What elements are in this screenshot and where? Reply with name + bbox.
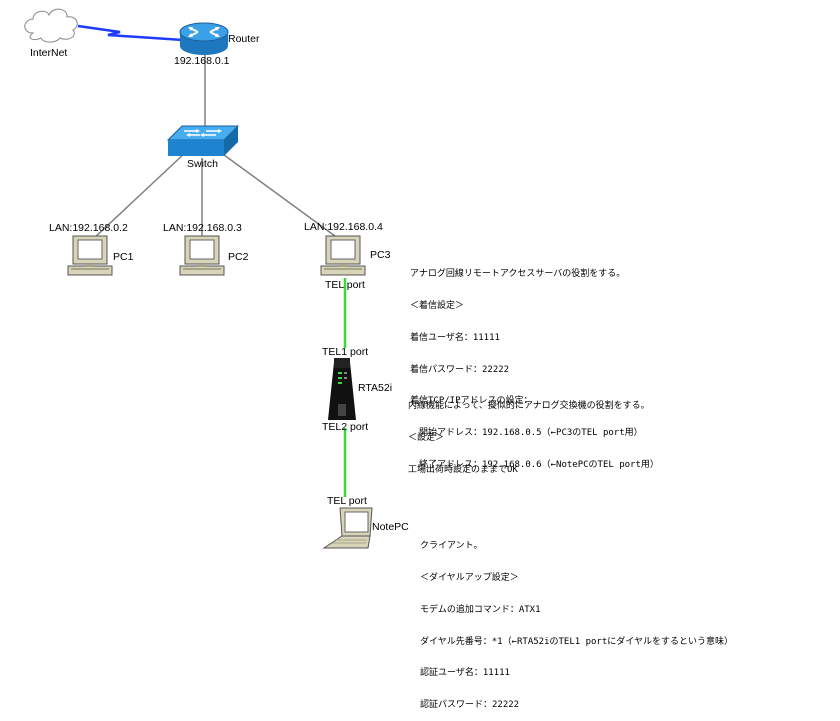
rta-label: RTA52i	[358, 382, 393, 394]
pc3-label: PC3	[370, 249, 391, 261]
note-line: アナログ回線リモートアクセスサーバの役割をする。	[410, 269, 626, 280]
note-line: ＜設定＞	[408, 432, 445, 443]
note-line: クライアント。	[420, 541, 483, 552]
rta52i-router-icon	[328, 358, 356, 420]
pc3-note: アナログ回線リモートアクセスサーバの役割をする。 ＜着信設定＞ 着信ユーザ名：1…	[410, 248, 659, 481]
pc1-lan-ip: LAN:192.168.0.2	[49, 222, 128, 234]
notepc-note: クライアント。 ＜ダイヤルアップ設定＞ モデムの追加コマンド：ATX1 ダイヤル…	[420, 520, 733, 721]
notepc-label: NotePC	[372, 521, 409, 533]
link-switch-pc1	[91, 151, 187, 241]
wan-link-lightning	[77, 24, 184, 42]
desktop-pc-icon	[67, 235, 113, 276]
desktop-pc-icon	[179, 235, 225, 276]
note-line: 終了アドレス：192.168.0.6（←NotePCのTEL port用）	[410, 459, 659, 470]
note-line: 開始アドレス：192.168.0.5（←PC3のTEL port用）	[410, 428, 643, 439]
note-line: ＜ダイヤルアップ設定＞	[420, 572, 519, 583]
cloud-icon	[24, 8, 78, 43]
desktop-pc-icon	[320, 235, 366, 276]
note-line: ＜着信設定＞	[410, 300, 465, 311]
switch-icon	[166, 125, 240, 156]
switch-label: Switch	[187, 158, 218, 170]
pc3-tel-port: TEL port	[325, 279, 365, 291]
rta-note: 内線機能によって、擬似的にアナログ交換機の役割をする。 ＜設定＞ 工場出荷時設定…	[408, 380, 650, 486]
note-line: 内線機能によって、擬似的にアナログ交換機の役割をする。	[408, 401, 650, 412]
note-line: 認証ユーザ名：11111	[420, 668, 510, 679]
note-line: 着信パスワード：22222	[410, 364, 510, 375]
note-line: 着信ユーザ名：11111	[410, 332, 500, 343]
pc3-lan-ip: LAN:192.168.0.4	[304, 221, 383, 233]
notepc-tel-port: TEL port	[327, 495, 367, 507]
router-ip: 192.168.0.1	[174, 55, 230, 67]
pc2-lan-ip: LAN:192.168.0.3	[163, 222, 242, 234]
note-line: 工場出荷時設定のままでOK	[408, 464, 518, 475]
note-line: モデムの追加コマンド：ATX1	[420, 604, 541, 615]
router-icon	[179, 22, 229, 55]
rta-tel1-port: TEL1 port	[322, 346, 369, 358]
note-line: 認証パスワード：22222	[420, 700, 520, 711]
note-line: ダイヤル先番号：*1（←RTA52iのTEL1 portにダイヤルをするという意…	[420, 636, 733, 647]
pc1-label: PC1	[113, 251, 134, 263]
note-line: 着信TCP/IPアドレスの設定：	[410, 396, 533, 407]
router-label: Router	[228, 33, 260, 45]
internet-label: InterNet	[30, 47, 68, 59]
network-diagram	[24, 8, 373, 549]
pc2-label: PC2	[228, 251, 249, 263]
rta-tel2-port: TEL2 port	[322, 421, 369, 433]
link-switch-pc3	[219, 151, 336, 237]
laptop-icon	[322, 507, 373, 549]
